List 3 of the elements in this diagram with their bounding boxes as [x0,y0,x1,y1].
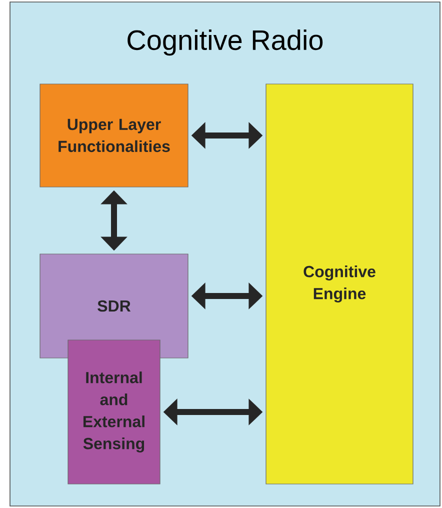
process-box: Upper Layer Functionalities [40,84,188,188]
process-box: Internal and External Sensing [68,340,160,484]
process-box: Cognitive Engine [266,84,414,484]
